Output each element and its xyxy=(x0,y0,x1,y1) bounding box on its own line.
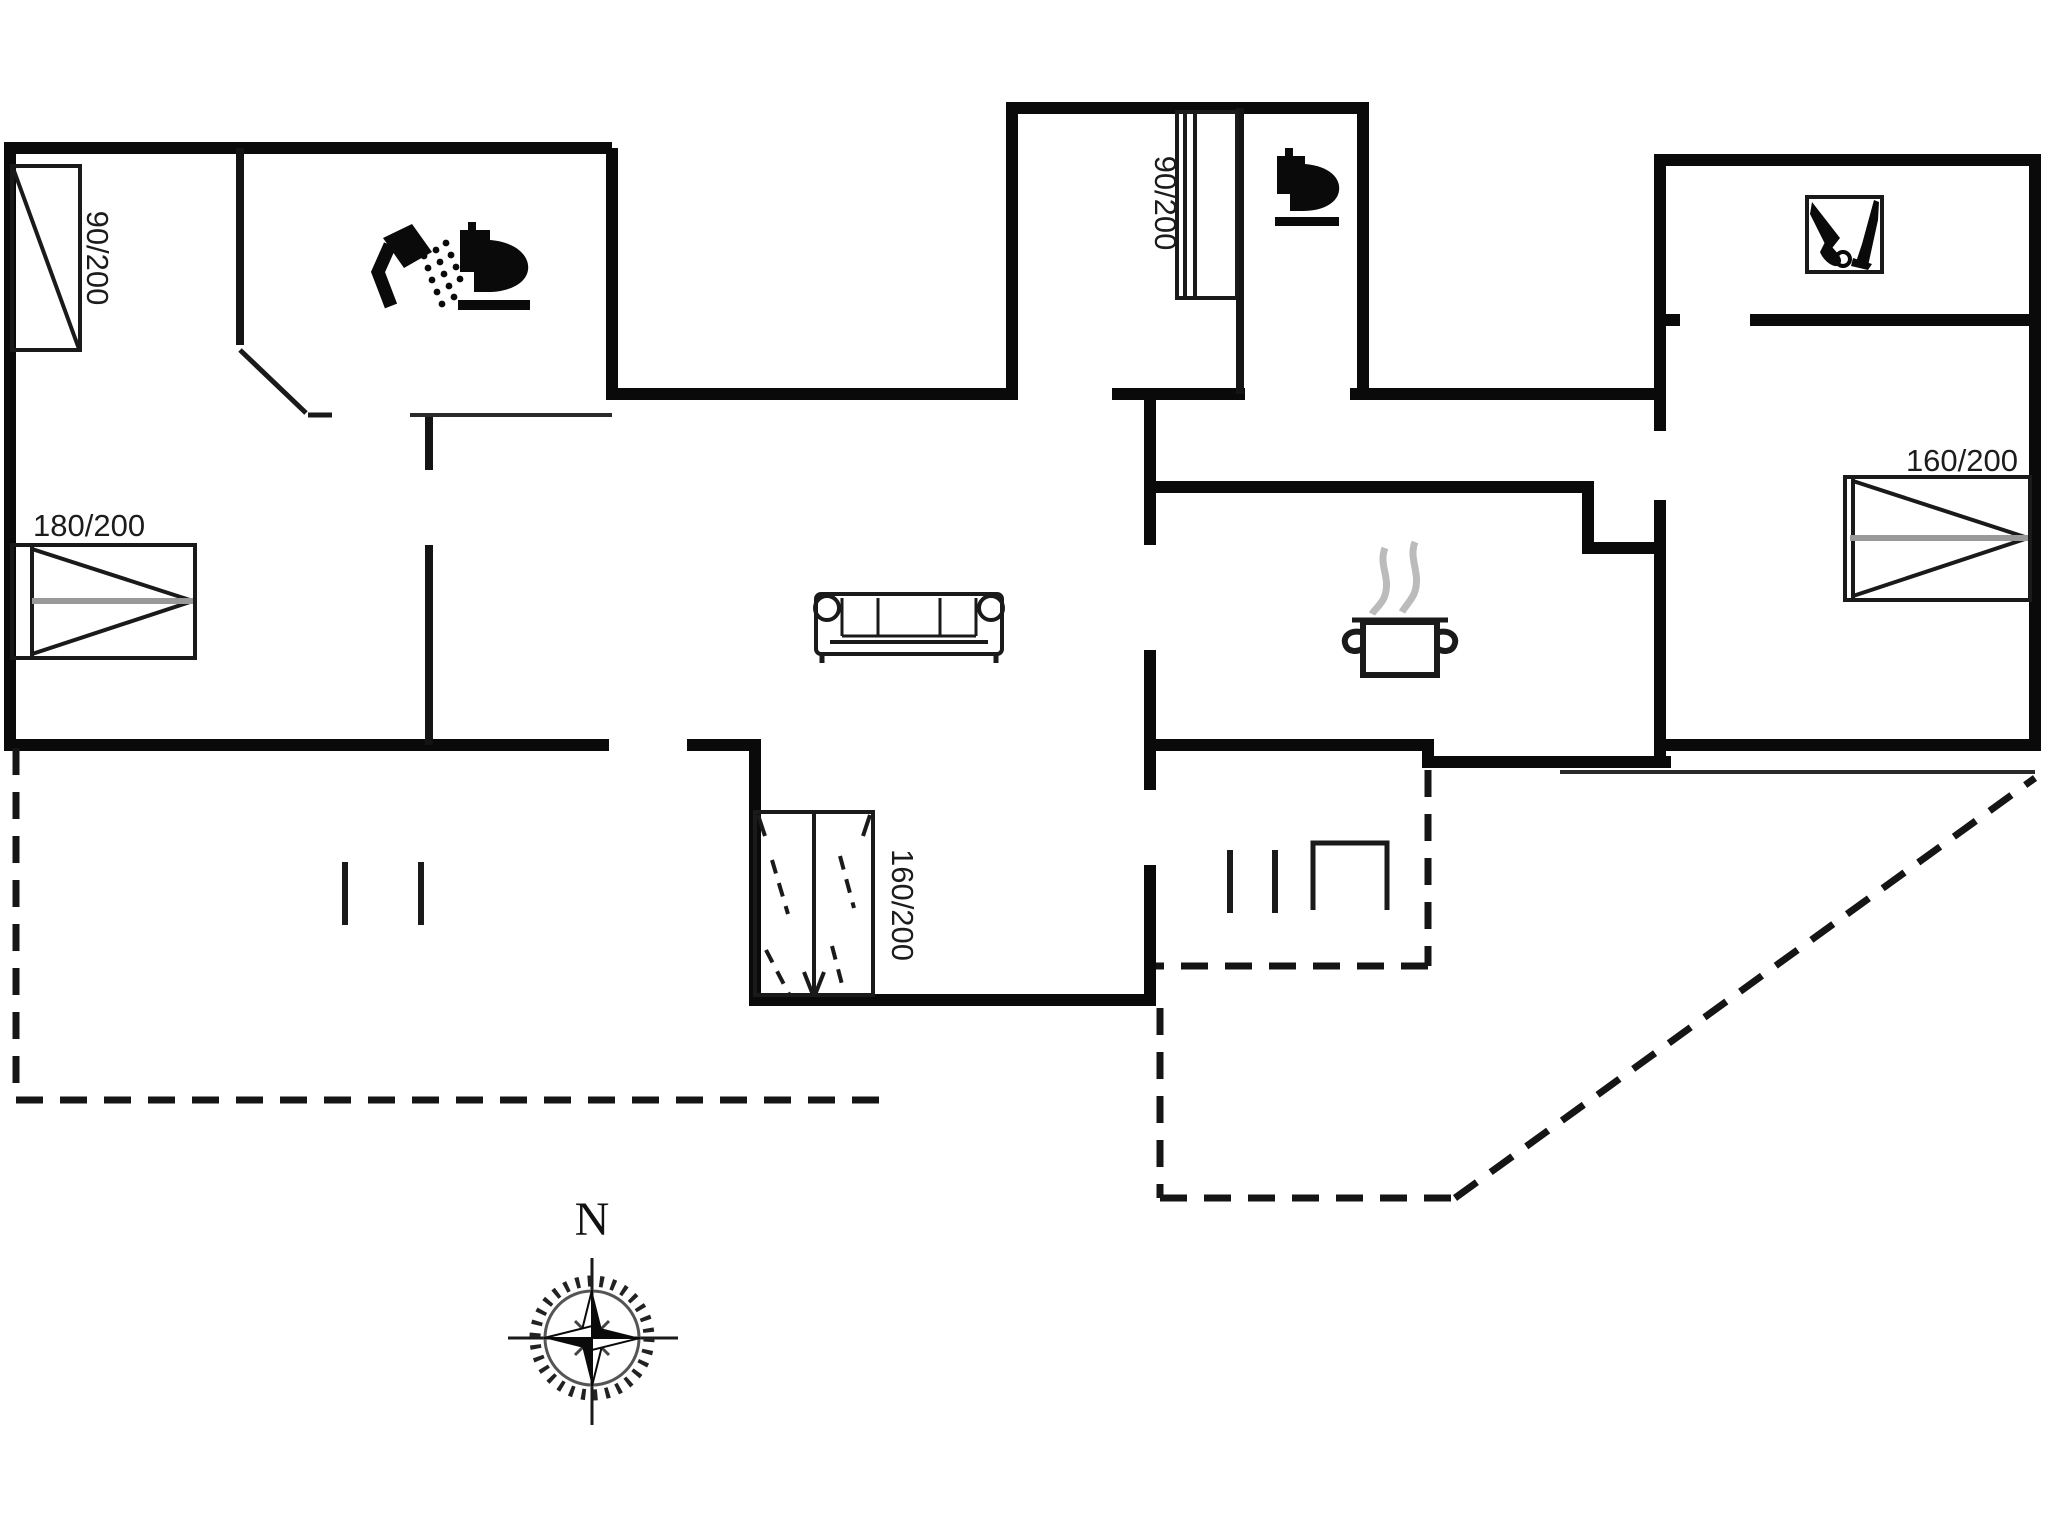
bed-lower-double xyxy=(753,810,875,997)
terrace-outline xyxy=(12,748,2038,1202)
shower-icon xyxy=(370,224,464,309)
bed-middle-single-label: 90/200 xyxy=(1148,156,1183,251)
toilet-icon-wc xyxy=(1275,148,1340,226)
terrace-step-ticks xyxy=(342,850,1278,925)
bed-left-single-label: 90/200 xyxy=(80,211,115,306)
bed-left-double xyxy=(10,543,197,660)
bed-lower-double-label: 160/200 xyxy=(885,849,920,961)
exterior-walls xyxy=(4,102,2041,1006)
bed-right-double xyxy=(1843,475,2032,602)
stove-pot-icon xyxy=(1341,540,1459,678)
bed-left-single xyxy=(10,164,82,352)
north-label: N xyxy=(575,1193,610,1246)
door-swing xyxy=(238,348,332,418)
bed-right-double-label: 160/200 xyxy=(1906,443,2018,478)
compass-rose xyxy=(508,1258,678,1425)
bed-left-double-label: 180/200 xyxy=(33,508,145,543)
terrace-fixture xyxy=(1310,840,1390,910)
vacuum-cleaner-icon xyxy=(1805,195,1884,274)
sofa-symbol xyxy=(813,592,1005,663)
bed-middle-single xyxy=(1175,110,1239,300)
toilet-icon-bathroom xyxy=(458,222,530,310)
interior-walls xyxy=(236,108,1244,745)
